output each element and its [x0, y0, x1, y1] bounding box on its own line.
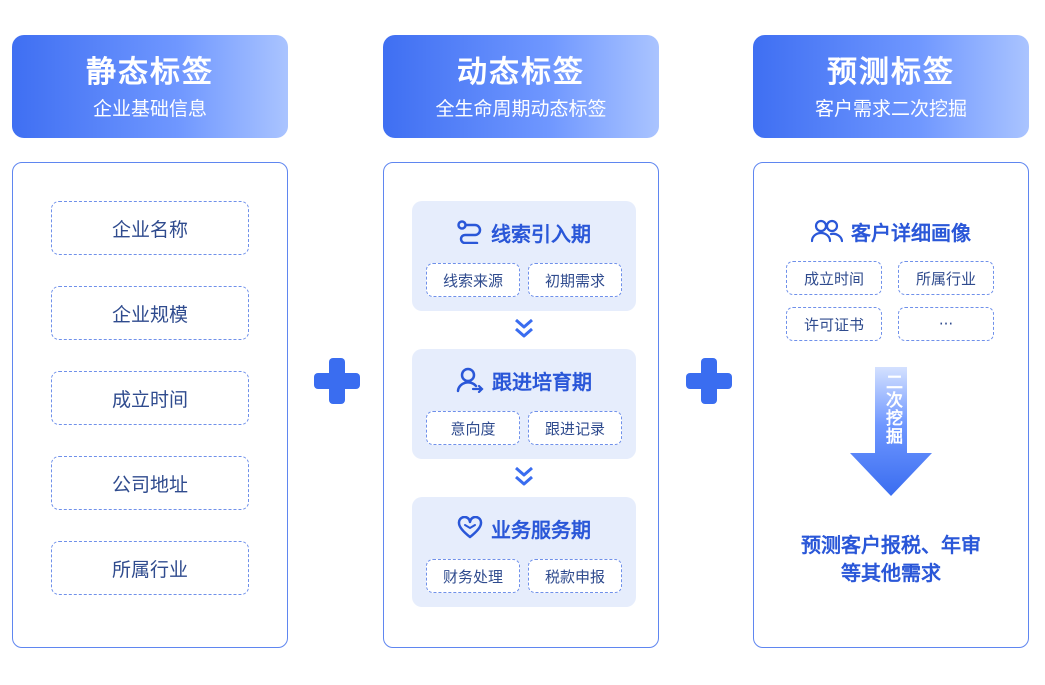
dynamic-tags-title: 动态标签: [457, 55, 585, 90]
static-tags-header: 静态标签 企业基础信息: [12, 35, 288, 138]
static-item-industry: 所属行业: [51, 541, 249, 595]
stage-title: 线索引入期: [491, 221, 591, 246]
tag-intent-level: 意向度: [426, 411, 520, 445]
tag-lead-source: 线索来源: [426, 263, 520, 297]
predictive-tags-panel: 客户详细画像 成立时间 所属行业 许可证书 ··· 二次挖掘 预测客户报税、年审…: [753, 162, 1029, 648]
mining-label: 二次挖掘: [882, 373, 902, 445]
static-item-founded-date: 成立时间: [51, 371, 249, 425]
profile-tag-more: ···: [898, 307, 994, 341]
stage-lead-intake: 线索引入期 线索来源 初期需求: [412, 201, 636, 311]
prediction-line-1: 预测客户报税、年审: [801, 533, 981, 557]
static-tags-subtitle: 企业基础信息: [92, 98, 207, 120]
dynamic-tags-header: 动态标签 全生命周期动态标签: [383, 35, 659, 138]
prediction-text: 预测客户报税、年审 等其他需求: [754, 531, 1028, 587]
prediction-line-2: 等其他需求: [841, 561, 941, 585]
profile-tag-license: 许可证书: [786, 307, 882, 341]
customer-profile-title: 客户详细画像: [851, 220, 971, 245]
users-icon: [811, 219, 843, 243]
dynamic-tags-panel: 线索引入期 线索来源 初期需求 跟进培育期 意向度 跟进记录 业务服务期: [383, 162, 659, 648]
static-tags-panel: 企业名称 企业规模 成立时间 公司地址 所属行业: [12, 162, 288, 648]
dynamic-tags-subtitle: 全生命周期动态标签: [435, 98, 607, 120]
tag-financial-processing: 财务处理: [426, 559, 520, 593]
user-arrow-icon: [456, 367, 484, 393]
static-tags-title: 静态标签: [86, 55, 214, 90]
stage-title: 跟进培育期: [492, 369, 592, 394]
profile-tag-industry: 所属行业: [898, 261, 994, 295]
chevron-down-icon: [515, 318, 533, 338]
tag-follow-up-record: 跟进记录: [528, 411, 622, 445]
customer-profile-heading: 客户详细画像: [754, 215, 1028, 247]
tag-tax-declaration: 税款申报: [528, 559, 622, 593]
route-icon: [457, 220, 482, 244]
stage-business-service: 业务服务期 财务处理 税款申报: [412, 497, 636, 607]
stage-title: 业务服务期: [491, 517, 591, 542]
static-item-company-name: 企业名称: [51, 201, 249, 255]
tag-initial-demand: 初期需求: [528, 263, 622, 297]
profile-tag-founded-date: 成立时间: [786, 261, 882, 295]
static-item-company-address: 公司地址: [51, 456, 249, 510]
heart-icon: [457, 516, 483, 539]
down-arrow-icon: [850, 367, 932, 496]
static-item-company-size: 企业规模: [51, 286, 249, 340]
predictive-tags-header: 预测标签 客户需求二次挖掘: [753, 35, 1029, 138]
predictive-tags-subtitle: 客户需求二次挖掘: [814, 98, 967, 120]
plus-icon: [686, 358, 732, 404]
chevron-down-icon: [515, 466, 533, 486]
stage-follow-up-nurture: 跟进培育期 意向度 跟进记录: [412, 349, 636, 459]
plus-icon: [314, 358, 360, 404]
predictive-tags-title: 预测标签: [827, 55, 955, 90]
